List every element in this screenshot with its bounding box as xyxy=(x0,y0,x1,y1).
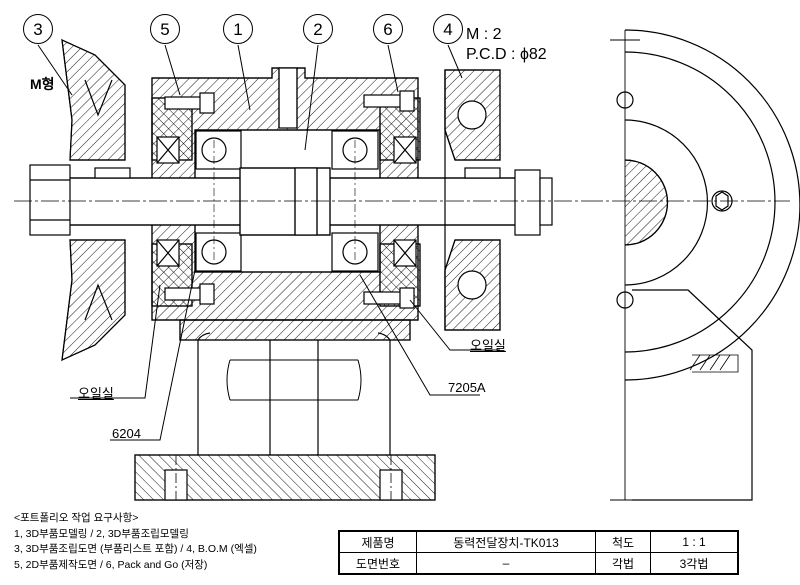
gear-pcd-label: P.C.D : ϕ82 xyxy=(466,46,547,63)
balloon-part-4: 4 xyxy=(433,14,463,44)
product-name-label: 제품명 xyxy=(338,530,417,553)
product-name-value: 동력전달장치-TK013 xyxy=(416,530,596,553)
scale-value: 1 : 1 xyxy=(650,530,739,553)
callout-oil-seal-left: 오일실 xyxy=(78,386,114,401)
balloon-part-3: 3 xyxy=(23,14,53,44)
callout-oil-seal-right: 오일실 xyxy=(470,338,506,353)
scale-label: 척도 xyxy=(595,530,651,553)
balloon-part-2: 2 xyxy=(303,14,333,44)
spur-gear xyxy=(444,69,553,331)
drawing-number-label: 도면번호 xyxy=(338,552,417,575)
notes-title: <포트폴리오 작업 요구사항> xyxy=(14,512,139,524)
cover-bolts xyxy=(164,90,415,309)
gear-module-label: M : 2 xyxy=(466,26,502,43)
callout-bearing-7205a: 7205A xyxy=(448,380,486,395)
leader-lines xyxy=(37,44,500,441)
drawing-number-value: – xyxy=(416,552,596,575)
title-block: 제품명 동력전달장치-TK013 척도 1 : 1 도면번호 – 각법 3각법 xyxy=(338,530,739,575)
notes-line-2: 3, 3D부품조립도면 (부품리스트 포함) / 4, B.O.M (엑셀) xyxy=(14,543,257,555)
pulley-type-label: M형 xyxy=(30,76,55,92)
v-pulley xyxy=(29,39,126,361)
projection-value: 3각법 xyxy=(650,552,739,575)
requirements-notes: <포트폴리오 작업 요구사항> 1, 3D부품모델링 / 2, 3D부품조립모델… xyxy=(14,511,257,573)
notes-line-1: 1, 3D부품모델링 / 2, 3D부품조립모델링 xyxy=(14,527,189,540)
balloon-part-1: 1 xyxy=(223,14,253,44)
balloon-part-5: 5 xyxy=(150,14,180,44)
stand xyxy=(134,319,436,501)
projection-label: 각법 xyxy=(595,552,651,575)
notes-line-3: 5, 2D부품제작도면 / 6, Pack and Go (저장) xyxy=(14,558,208,571)
shaft xyxy=(37,167,541,236)
bearings xyxy=(156,130,417,272)
section-view xyxy=(14,39,585,501)
side-view xyxy=(585,29,800,501)
balloon-part-6: 6 xyxy=(373,14,403,44)
callout-bearing-6204: 6204 xyxy=(112,426,141,441)
